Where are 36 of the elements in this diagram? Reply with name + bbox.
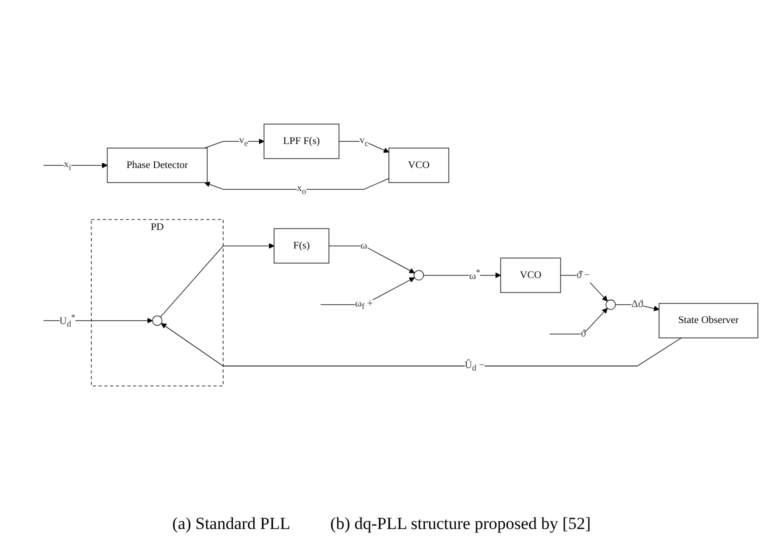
arrow: [328, 246, 415, 274]
edge-label: x$_{o}$: [296, 182, 306, 196]
arrow: [160, 323, 682, 366]
node-box: F(s): [274, 228, 330, 264]
edge-label: Û$_{d}$ −: [464, 360, 485, 372]
node-circle: [414, 270, 424, 280]
edge-label: Δϑ: [631, 298, 644, 310]
cluster: PD: [91, 219, 224, 386]
edge-label: ϑ̂ −: [576, 269, 590, 280]
edge-label: ϑ: [580, 328, 586, 340]
arrow: [204, 138, 264, 148]
node-box: VCO: [500, 258, 561, 293]
node-circle: [152, 315, 162, 326]
edge-label: v$_{c}$: [359, 134, 368, 148]
node-box: State Observer: [658, 303, 758, 338]
arrow: [43, 318, 153, 324]
edge-label: ω: [360, 240, 368, 251]
arrow: [160, 243, 274, 318]
arrow: [43, 162, 108, 168]
arrow: [338, 141, 390, 153]
node-box: LPF F(s): [264, 124, 340, 159]
edge-label: v$_{e}$: [239, 134, 248, 148]
arrow: [423, 272, 501, 278]
arrow: [204, 178, 390, 190]
edge-label: ω$^{*}$: [469, 267, 480, 282]
arrow: [320, 277, 415, 305]
node-circle: [606, 300, 616, 310]
node-box: Phase Detector: [106, 148, 208, 183]
figure-caption: (b) dq-PLL structure proposed by [52]: [330, 514, 591, 534]
edge-label: ω$_{f}$ +: [354, 298, 373, 312]
arrow: [560, 274, 608, 302]
arrow: [549, 308, 608, 334]
figure-caption: (a) Standard PLL: [172, 514, 290, 534]
arrow: [615, 304, 660, 312]
edge-label: x$_{i}$: [64, 158, 72, 172]
node-box: VCO: [388, 148, 450, 183]
